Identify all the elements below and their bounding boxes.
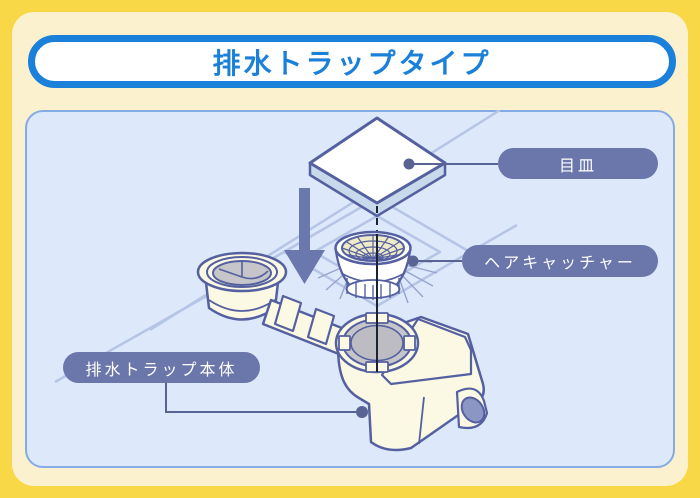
- page-title: 排水トラップタイプ: [28, 35, 676, 88]
- leader-lines: [165, 158, 498, 418]
- drain-trap-diagram: [54, 110, 518, 452]
- label-trap-body-text: 排水トラップ本体: [85, 361, 238, 379]
- label-hair-catcher-text: ヘアキャッチャー: [484, 255, 636, 272]
- label-strainer-plate: 目皿: [498, 148, 658, 179]
- trap-cup-illustration: [196, 251, 288, 321]
- down-arrow-icon: [284, 188, 325, 284]
- hair-catcher-illustration: [334, 230, 412, 300]
- label-strainer-plate-text: 目皿: [558, 157, 597, 175]
- strainer-plate-illustration: [308, 116, 447, 218]
- trap-body-illustration: [334, 312, 489, 452]
- hair-catcher-callout-dot: [407, 255, 419, 267]
- label-trap-body: 排水トラップ本体: [63, 352, 260, 383]
- hair-catcher-mesh: [341, 235, 405, 262]
- trap-body-leader-line: [165, 382, 356, 413]
- strainer-callout-dot: [403, 158, 415, 170]
- page-title-text: 排水トラップタイプ: [212, 47, 492, 79]
- label-hair-catcher: ヘアキャッチャー: [462, 245, 658, 277]
- trap-body-callout-dot: [356, 406, 368, 418]
